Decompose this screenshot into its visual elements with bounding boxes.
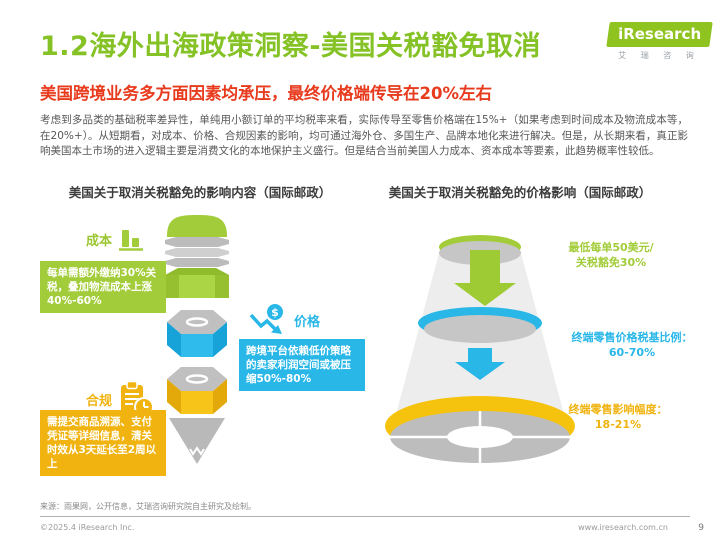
compliance-label: 合规 — [86, 393, 113, 409]
page-subtitle: 美国跨境业务多方面因素均承压，最终价格端传导在20%左右 — [40, 84, 492, 103]
website-url: www.iresearch.com.cn — [578, 523, 668, 532]
funnel-level-2-label: 终端零售价格税基比例： 60-70% — [571, 331, 693, 359]
pencil-ferrule — [165, 237, 229, 267]
cost-label: 成本 — [86, 233, 113, 249]
funnel-level-1-label: 最低每单50美元/ 关税豁免30% — [568, 241, 654, 269]
pencil-nut-compliance — [167, 367, 227, 414]
intro-paragraph: 考虑到多品类的基础税率差异性，单纯用小额订单的平均税率来看，实际传导至零售价格端… — [40, 114, 688, 157]
left-section-title: 美国关于取消关税豁免的影响内容（国际邮政） — [68, 185, 332, 200]
pencil-nut-price — [167, 310, 227, 357]
price-drop-icon: $ — [249, 304, 283, 334]
cost-category: 成本 — [86, 226, 144, 252]
price-label: 价格 — [294, 314, 321, 330]
bar-chart-icon — [119, 230, 144, 251]
source-note: 来源：雨果网，公开信息，艾瑞咨询研究院自主研究及绘制。 — [40, 502, 256, 511]
page-number: 9 — [698, 523, 704, 533]
price-desc-box: 跨境平台依赖低价策略的卖家利润空间或被压缩50%-80% — [239, 339, 365, 391]
funnel-arrow-green — [454, 250, 516, 306]
copyright-text: ©2025.4 iResearch Inc. — [40, 523, 135, 532]
funnel-graphic — [385, 235, 575, 463]
funnel-arrow-blue — [455, 348, 505, 380]
page-title: 1.2海外出海政策洞察-美国关税豁免取消 — [40, 31, 542, 62]
funnel-ring-blue — [418, 307, 542, 343]
iresearch-logo: iResearch 艾 瑞 咨 询 — [606, 22, 713, 61]
pencil-eraser — [167, 215, 227, 237]
footer-divider — [40, 516, 690, 517]
logo-text: iResearch — [618, 25, 702, 43]
dollar-glyph: $ — [271, 306, 279, 319]
funnel-donut — [390, 411, 570, 463]
compliance-desc-box: 需提交商品溯源、支付凭证等详细信息，清关时效从3天延长至2周以上 — [40, 410, 166, 476]
price-category: $ 价格 — [248, 303, 320, 337]
pencil-body-cost — [165, 268, 229, 298]
pencil-tip — [169, 418, 225, 464]
logo-chinese-name: 艾 瑞 咨 询 — [618, 51, 700, 60]
funnel-level-3-label: 终端零售影响幅度： 18-21% — [568, 403, 668, 431]
logo-badge: iResearch — [606, 22, 713, 47]
pencil-graphic — [165, 215, 229, 464]
cost-desc-box: 每单需额外缴纳30%关税，叠加物流成本上涨40%-60% — [40, 261, 166, 313]
right-section-title: 美国关于取消关税豁免的价格影响（国际邮政） — [388, 185, 652, 200]
